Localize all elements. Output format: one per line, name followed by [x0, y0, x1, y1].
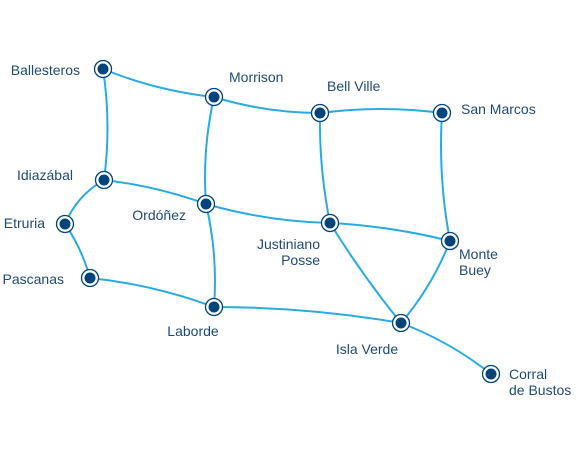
marker-ballesteros[interactable]: [93, 59, 113, 79]
marker-pascanas[interactable]: [80, 268, 100, 288]
route-san-marcos-monte-buey: [440, 112, 451, 242]
town-markers: [55, 59, 501, 384]
label-corral-de-bustos: Corral de Bustos: [509, 366, 572, 398]
label-pascanas: Pascanas: [2, 271, 64, 287]
route-bell-ville-justiniano-posse: [318, 112, 331, 224]
marker-justiniano-posse[interactable]: [320, 213, 340, 233]
route-ordonez-laborde: [205, 203, 216, 308]
label-san-marcos: San Marcos: [461, 101, 536, 117]
label-monte-buey: Monte Buey: [459, 246, 498, 278]
marker-morrison[interactable]: [204, 87, 224, 107]
label-justiniano-posse: Justiniano Posse: [256, 236, 320, 268]
marker-dot-bell-ville: [314, 107, 326, 119]
marker-dot-monte-buey: [444, 235, 456, 247]
marker-monte-buey[interactable]: [440, 231, 460, 251]
marker-dot-etruria: [59, 218, 71, 230]
label-ballesteros: Ballesteros: [10, 62, 80, 78]
marker-dot-pascanas: [84, 272, 96, 284]
route-ordonez-justiniano-posse: [205, 203, 331, 224]
label-laborde: Laborde: [167, 323, 219, 339]
label-bell-ville: Bell Ville: [327, 78, 381, 94]
route-morrison-ordonez: [204, 96, 215, 205]
marker-ordonez[interactable]: [196, 194, 216, 214]
marker-etruria[interactable]: [55, 214, 75, 234]
route-bell-ville-san-marcos: [319, 108, 443, 114]
route-monte-buey-isla-verde: [400, 240, 451, 324]
route-pascanas-laborde: [89, 277, 215, 308]
marker-laborde[interactable]: [204, 297, 224, 317]
label-isla-verde: Isla Verde: [335, 341, 399, 357]
marker-dot-isla-verde: [395, 317, 407, 329]
route-isla-verde-corral-de-bustos: [400, 322, 492, 375]
marker-dot-idiazabal: [98, 174, 110, 186]
marker-dot-ballesteros: [97, 63, 109, 75]
route-ballesteros-idiazabal: [102, 68, 109, 181]
label-ordonez: Ordóñez: [132, 207, 186, 223]
marker-dot-ordonez: [200, 198, 212, 210]
route-justiniano-posse-isla-verde: [329, 222, 402, 324]
marker-corral-de-bustos[interactable]: [481, 364, 501, 384]
label-etruria: Etruria: [3, 215, 45, 231]
label-idiazabal: Idiazábal: [16, 167, 73, 183]
route-morrison-bell-ville: [213, 96, 321, 114]
marker-dot-morrison: [208, 91, 220, 103]
marker-dot-laborde: [208, 301, 220, 313]
route-laborde-isla-verde: [213, 306, 402, 324]
label-morrison: Morrison: [229, 69, 284, 85]
marker-dot-corral-de-bustos: [485, 368, 497, 380]
marker-bell-ville[interactable]: [310, 103, 330, 123]
route-ballesteros-morrison: [102, 68, 215, 98]
marker-dot-san-marcos: [436, 107, 448, 119]
route-idiazabal-ordonez: [103, 179, 207, 205]
route-justiniano-posse-monte-buey: [329, 222, 451, 242]
marker-isla-verde[interactable]: [391, 313, 411, 333]
marker-idiazabal[interactable]: [94, 170, 114, 190]
marker-dot-justiniano-posse: [324, 217, 336, 229]
marker-san-marcos[interactable]: [432, 103, 452, 123]
